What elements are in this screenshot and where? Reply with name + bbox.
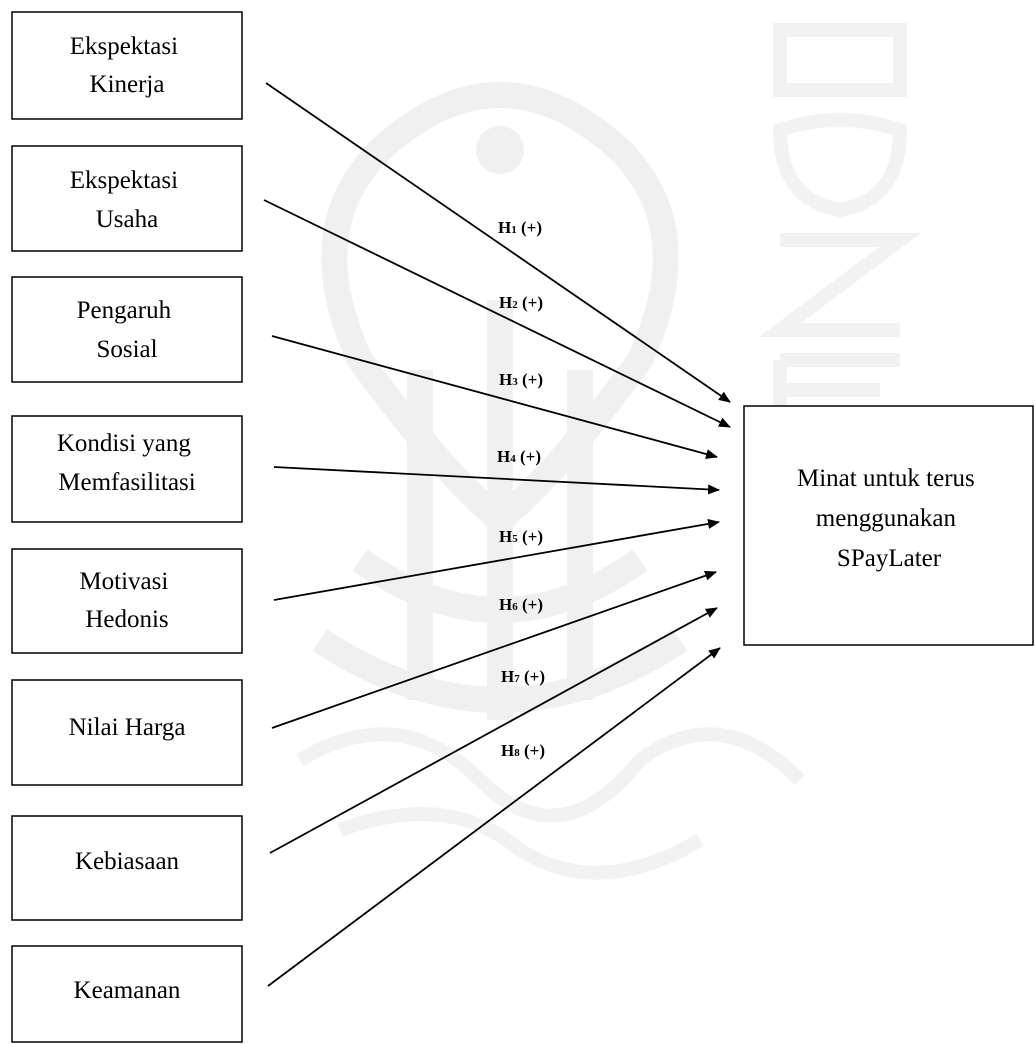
hypothesis-label-h4: H4 (+) [497, 447, 541, 466]
construct-label-line: Kinerja [90, 71, 165, 98]
hypothesis-label-h8: H8 (+) [501, 741, 545, 760]
target-box-minat: Minat untuk terus menggunakan SPayLater [743, 405, 1034, 646]
construct-label-line: Motivasi [79, 568, 168, 595]
svg-text:Ekspektasi Kinerja: Ekspektasi Kinerja [70, 33, 185, 98]
target-label-line: Minat untuk terus [797, 465, 975, 492]
target-label-line: menggunakan [816, 505, 957, 532]
construct-box-ekspektasi-usaha: Ekspektasi Usaha [11, 145, 243, 252]
hypothesis-label-h1: H1 (+) [498, 218, 542, 237]
construct-label-line: Kondisi yang [57, 430, 192, 457]
construct-label-line: Hedonis [85, 606, 168, 633]
hypothesis-arrow-h2 [263, 199, 731, 428]
construct-box-pengaruh-sosial: Pengaruh Sosial [11, 276, 243, 383]
construct-label-line: Nilai Harga [69, 714, 186, 741]
construct-label-line: Ekspektasi [70, 167, 178, 194]
svg-text:Ekspektasi Usaha: Ekspektasi Usaha [70, 167, 185, 233]
construct-label-line: Sosial [96, 336, 157, 363]
hypothesis-arrow-h7 [269, 607, 718, 854]
construct-box-kondisi-yang-memfasilitasi: Kondisi yang Memfasilitasi [11, 415, 243, 523]
construct-label-line: Keamanan [74, 977, 181, 1004]
construct-label-line: Usaha [96, 206, 158, 233]
hypothesis-arrow-h4 [273, 466, 720, 495]
construct-box-kebiasaan: Kebiasaan [11, 815, 243, 921]
construct-box-nilai-harga: Nilai Harga [11, 679, 243, 786]
hypothesis-label-h6: H6 (+) [499, 595, 543, 614]
hypothesis-arrow-h1 [265, 82, 731, 403]
hypothesis-arrow-h8 [267, 647, 721, 987]
construct-label-line: Ekspektasi [70, 33, 178, 60]
construct-box-ekspektasi-kinerja: Ekspektasi Kinerja [11, 11, 243, 120]
hypothesis-arrow-h3 [271, 335, 718, 459]
construct-label-line: Kebiasaan [75, 848, 180, 875]
construct-label-line: Pengaruh [77, 297, 172, 324]
hypothesis-arrow-h5 [273, 518, 720, 601]
construct-box-keamanan: Keamanan [11, 945, 243, 1043]
svg-text:Minat untuk terus menggu: Minat untuk terus menggunakan SPayLater [797, 465, 981, 572]
hypothesis-label-h3: H3 (+) [499, 370, 543, 389]
construct-label-line: Memfasilitasi [58, 469, 196, 496]
target-label-line: SPayLater [837, 545, 942, 572]
svg-text:Motivasi Hedonis: Motivasi Hedonis [79, 568, 174, 633]
hypothesis-arrow-h6 [271, 570, 717, 729]
svg-text:Kondisi yang Memfasilita: Kondisi yang Memfasilitasi [57, 430, 197, 496]
svg-text:Pengaruh Sosial: Pengaruh Sosial [77, 297, 178, 363]
hypothesis-label-h7: H7 (+) [501, 667, 545, 686]
hypothesis-label-h2: H2 (+) [499, 293, 543, 312]
hypothesis-label-h5: H5 (+) [499, 527, 543, 546]
construct-box-motivasi-hedonis: Motivasi Hedonis [11, 548, 243, 654]
